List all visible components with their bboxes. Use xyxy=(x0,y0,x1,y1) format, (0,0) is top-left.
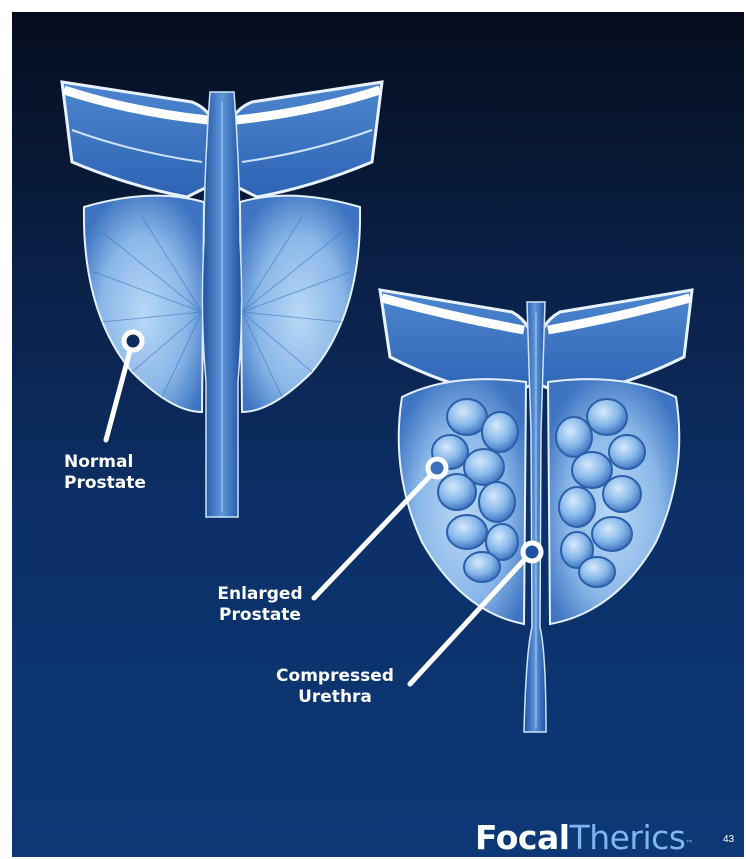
label-normal-prostate: Normal Prostate xyxy=(64,452,146,494)
label-compressed-line2: Urethra xyxy=(268,687,402,708)
logo-bold-text: Focal xyxy=(475,818,570,857)
label-compressed-line1: Compressed xyxy=(268,666,402,687)
label-enlarged-prostate: Enlarged Prostate xyxy=(210,584,310,626)
label-normal-line1: Normal xyxy=(64,452,146,473)
label-enlarged-line1: Enlarged xyxy=(210,584,310,605)
label-compressed-urethra: Compressed Urethra xyxy=(268,666,402,708)
label-normal-line2: Prostate xyxy=(64,473,146,494)
slide: Normal Prostate Enlarged Prostate Compre… xyxy=(12,12,744,857)
logo-light-text: Therics xyxy=(570,818,686,857)
page-number: 43 xyxy=(723,834,734,845)
prostate-illustration xyxy=(12,12,744,857)
label-enlarged-line2: Prostate xyxy=(210,605,310,626)
logo-trademark: ™ xyxy=(685,839,693,848)
focaltherics-logo: FocalTherics™ xyxy=(475,818,693,857)
